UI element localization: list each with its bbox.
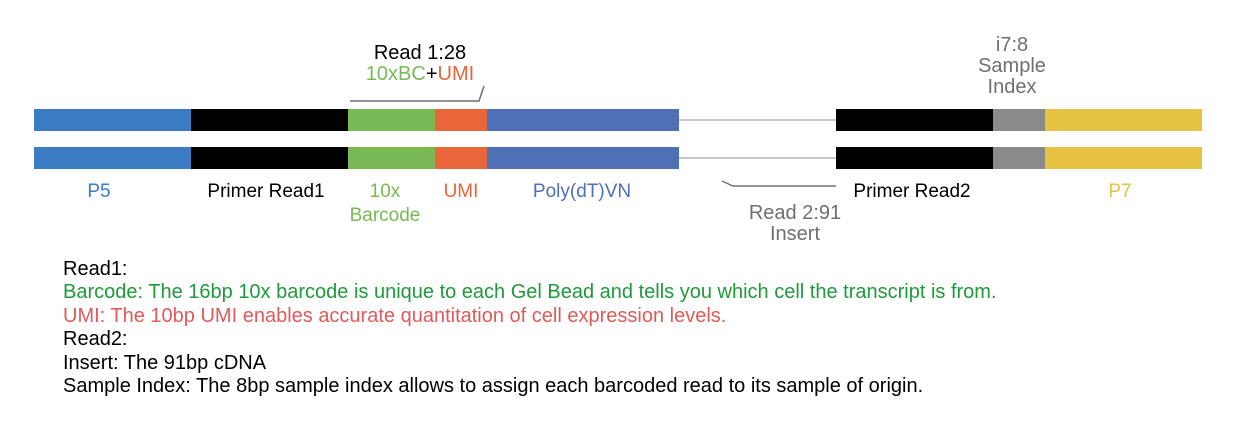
legend-insert-text: Insert: The 91bp cDNA [63,351,267,374]
read1-umi-label: UMI [437,63,475,85]
legend-barcode-text: Barcode: The 16bp 10x barcode is unique … [63,281,997,304]
polyt-segment [487,147,679,169]
read1-annotation: Read 1:28 10xBC+UMI [360,43,480,85]
insert-link [679,119,836,121]
p7-segment [1045,147,1202,169]
barcode-label-line1: 10x [369,181,401,202]
umi-label: UMI [443,181,479,202]
read2-bracket-line [721,180,836,187]
read2-title: Read 2:91 [748,202,842,224]
primer-read1-label: Primer Read1 [207,181,325,202]
read1-title: Read 1:28 [373,42,467,64]
umi-segment [435,109,487,131]
i7-line2: Sample [978,55,1046,77]
insert-link [679,157,836,159]
primer-read1-segment [191,109,348,131]
p7-segment [1045,109,1202,131]
barcode-segment [348,109,435,131]
primer-read2-label: Primer Read2 [853,181,971,202]
p7-label: P7 [1108,181,1132,202]
polyt-label: Poly(dT)VN [532,181,632,202]
primer-read1-segment [191,147,348,169]
primer-read2-segment [836,109,993,131]
legend: Read1: Barcode: The 16bp 10x barcode is … [63,258,997,398]
sample-index-segment [993,109,1045,131]
read1-composition: 10xBC+UMI [360,64,480,85]
sample-index-segment [993,147,1045,169]
p5-segment [34,109,191,131]
barcode-label-line2: Barcode [349,205,421,226]
read1-bracket-line [350,85,485,102]
legend-read2-header: Read2: [63,328,128,351]
legend-sample-index-text: Sample Index: The 8bp sample index allow… [63,375,924,398]
umi-segment [435,147,487,169]
p5-segment [34,147,191,169]
read2-annotation: Read 2:91 Insert [735,203,855,245]
read2-insert: Insert [769,223,821,245]
legend-umi-text: UMI: The 10bp UMI enables accurate quant… [63,304,727,327]
i7-line1: i7:8 [995,34,1029,56]
i7-annotation: i7:8 Sample Index [967,35,1057,98]
barcode-segment [348,147,435,169]
i7-line3: Index [987,76,1037,98]
polyt-segment [487,109,679,131]
legend-read1-header: Read1: [63,258,128,280]
read1-plus: + [425,63,438,85]
primer-read2-segment [836,147,993,169]
p5-label: P5 [87,181,111,202]
read1-bc-label: 10xBC [365,63,426,85]
